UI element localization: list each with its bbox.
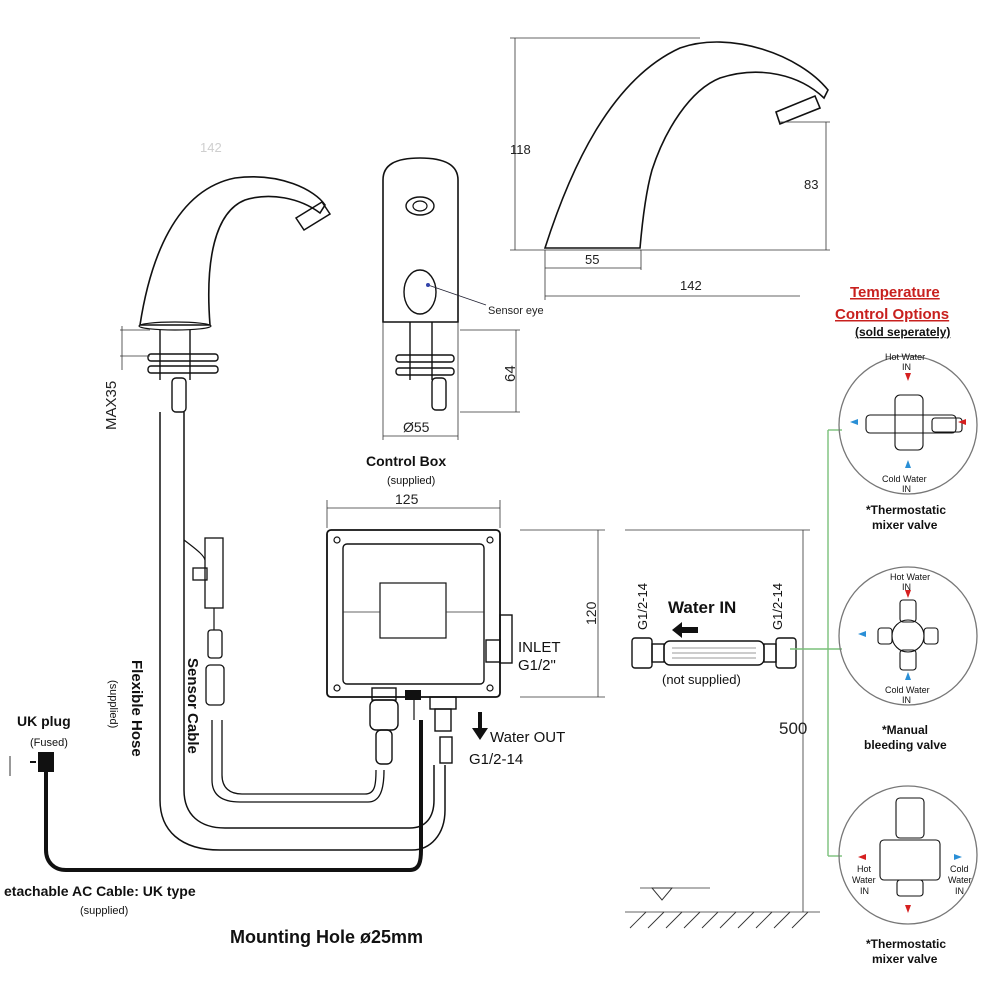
opt1-name-1: *Thermostatic	[866, 503, 946, 517]
ac-cable-label: etachable AC Cable: UK type	[4, 883, 196, 899]
opt1-cold-in: IN	[902, 484, 911, 494]
inlet-label: INLET	[518, 639, 561, 656]
dim-500-lines	[625, 529, 820, 929]
dim-height-118: 118	[510, 142, 531, 157]
water-in-hose	[631, 622, 797, 669]
faucet-front-view	[382, 157, 520, 440]
faucet-side-profile	[543, 41, 829, 251]
dim-max35: MAX35	[103, 381, 120, 430]
water-in-label: Water IN	[668, 598, 736, 617]
temp-option-1	[838, 355, 978, 495]
uk-plug-label: UK plug	[17, 713, 71, 729]
faucet-left-view	[138, 176, 332, 413]
opt1-cold-label: Cold Water	[882, 474, 927, 484]
temp-option-2	[838, 566, 978, 706]
temp-options-title-2: Control Options	[835, 306, 949, 323]
opt3-hot-label: Hot	[857, 864, 872, 874]
ac-cable	[9, 720, 423, 872]
sensor-cable-label: Sensor Cable	[184, 658, 201, 754]
green-connector	[790, 429, 842, 857]
control-box-dims	[326, 500, 605, 698]
box-connectors	[369, 687, 421, 765]
water-in-thread-left: G1/2-14	[635, 583, 650, 630]
sensor-eye-label: Sensor eye	[488, 305, 544, 317]
opt2-cold-label: Cold Water	[885, 685, 930, 695]
dim-spout-83: 83	[804, 177, 818, 192]
dim-64: 64	[502, 365, 519, 382]
uk-plug-sub: (Fused)	[30, 737, 68, 749]
sensor-cable	[183, 537, 385, 803]
dimension-lines-top	[510, 37, 830, 300]
max35-dimension	[120, 326, 150, 370]
opt1-hot-label: Hot Water	[885, 352, 925, 362]
dim-500: 500	[779, 719, 807, 738]
control-box-body	[326, 529, 513, 698]
water-out-fitting	[429, 696, 488, 764]
opt3-hot-water: Water	[852, 875, 876, 885]
opt2-hot-label: Hot Water	[890, 572, 930, 582]
water-out-label: Water OUT	[490, 729, 565, 746]
opt3-cold-label: Cold	[950, 864, 969, 874]
opt3-hot-in: IN	[860, 886, 869, 896]
dim-total-142: 142	[680, 278, 702, 293]
control-box-title: Control Box	[366, 453, 446, 469]
water-in-sub: (not supplied)	[662, 672, 741, 687]
flexible-hose	[159, 412, 446, 851]
opt3-name-1: *Thermostatic	[866, 937, 946, 951]
dim-box-125: 125	[395, 491, 419, 507]
water-out-thread: G1/2-14	[469, 751, 523, 768]
opt2-name-1: *Manual	[882, 723, 928, 737]
dim-faded-142: 142	[200, 140, 222, 155]
opt2-name-2: bleeding valve	[864, 738, 947, 752]
opt2-hot-in: IN	[902, 582, 911, 592]
opt3-cold-in: IN	[955, 886, 964, 896]
temp-option-3	[838, 785, 978, 925]
opt1-name-2: mixer valve	[872, 518, 938, 532]
ac-cable-sub: (supplied)	[80, 905, 128, 917]
water-in-thread-right: G1/2-14	[770, 583, 785, 630]
flexible-hose-label: Flexible Hose	[128, 660, 145, 757]
opt1-hot-in: IN	[902, 362, 911, 372]
opt3-cold-water: Water	[948, 875, 972, 885]
temp-options-sub: (sold seperately)	[855, 325, 950, 339]
control-box-subtitle: (supplied)	[387, 475, 435, 487]
temp-options-title-1: Temperature	[850, 284, 940, 301]
dim-dia55: Ø55	[403, 419, 430, 435]
inlet-thread-label: G1/2"	[518, 657, 556, 674]
dim-box-120: 120	[583, 601, 599, 625]
opt3-name-2: mixer valve	[872, 952, 938, 966]
flexible-hose-sub: (supplied)	[107, 680, 119, 728]
mounting-hole-label: Mounting Hole ø25mm	[230, 927, 423, 947]
opt2-cold-in: IN	[902, 695, 911, 705]
dim-base-55: 55	[585, 252, 599, 267]
